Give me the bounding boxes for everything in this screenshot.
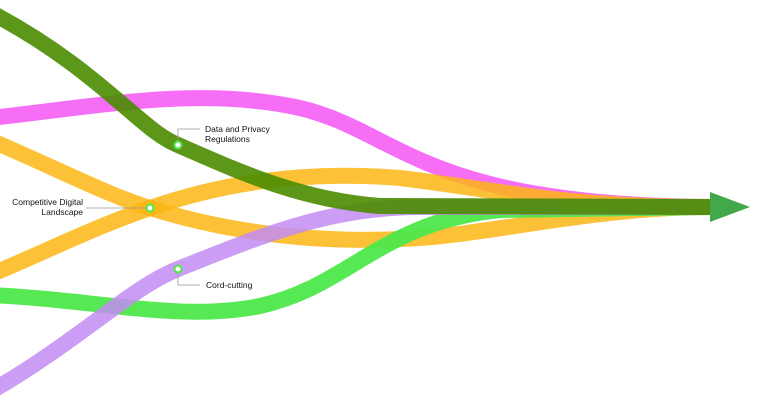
stream-light-green	[0, 199, 711, 320]
stream-orange-descending	[0, 135, 711, 248]
marker-data-privacy[interactable]	[173, 140, 183, 150]
label-data-privacy: Data and Privacy Regulations	[205, 124, 270, 144]
label-competitive: Competitive Digital Landscape	[12, 197, 83, 217]
leader-data-privacy	[177, 128, 200, 145]
arrow-head	[710, 192, 750, 222]
marker-cord-cutting[interactable]	[173, 264, 183, 274]
label-cord-cutting: Cord-cutting	[206, 280, 253, 290]
marker-competitive[interactable]	[145, 203, 155, 213]
leader-cord-cutting	[177, 269, 200, 286]
